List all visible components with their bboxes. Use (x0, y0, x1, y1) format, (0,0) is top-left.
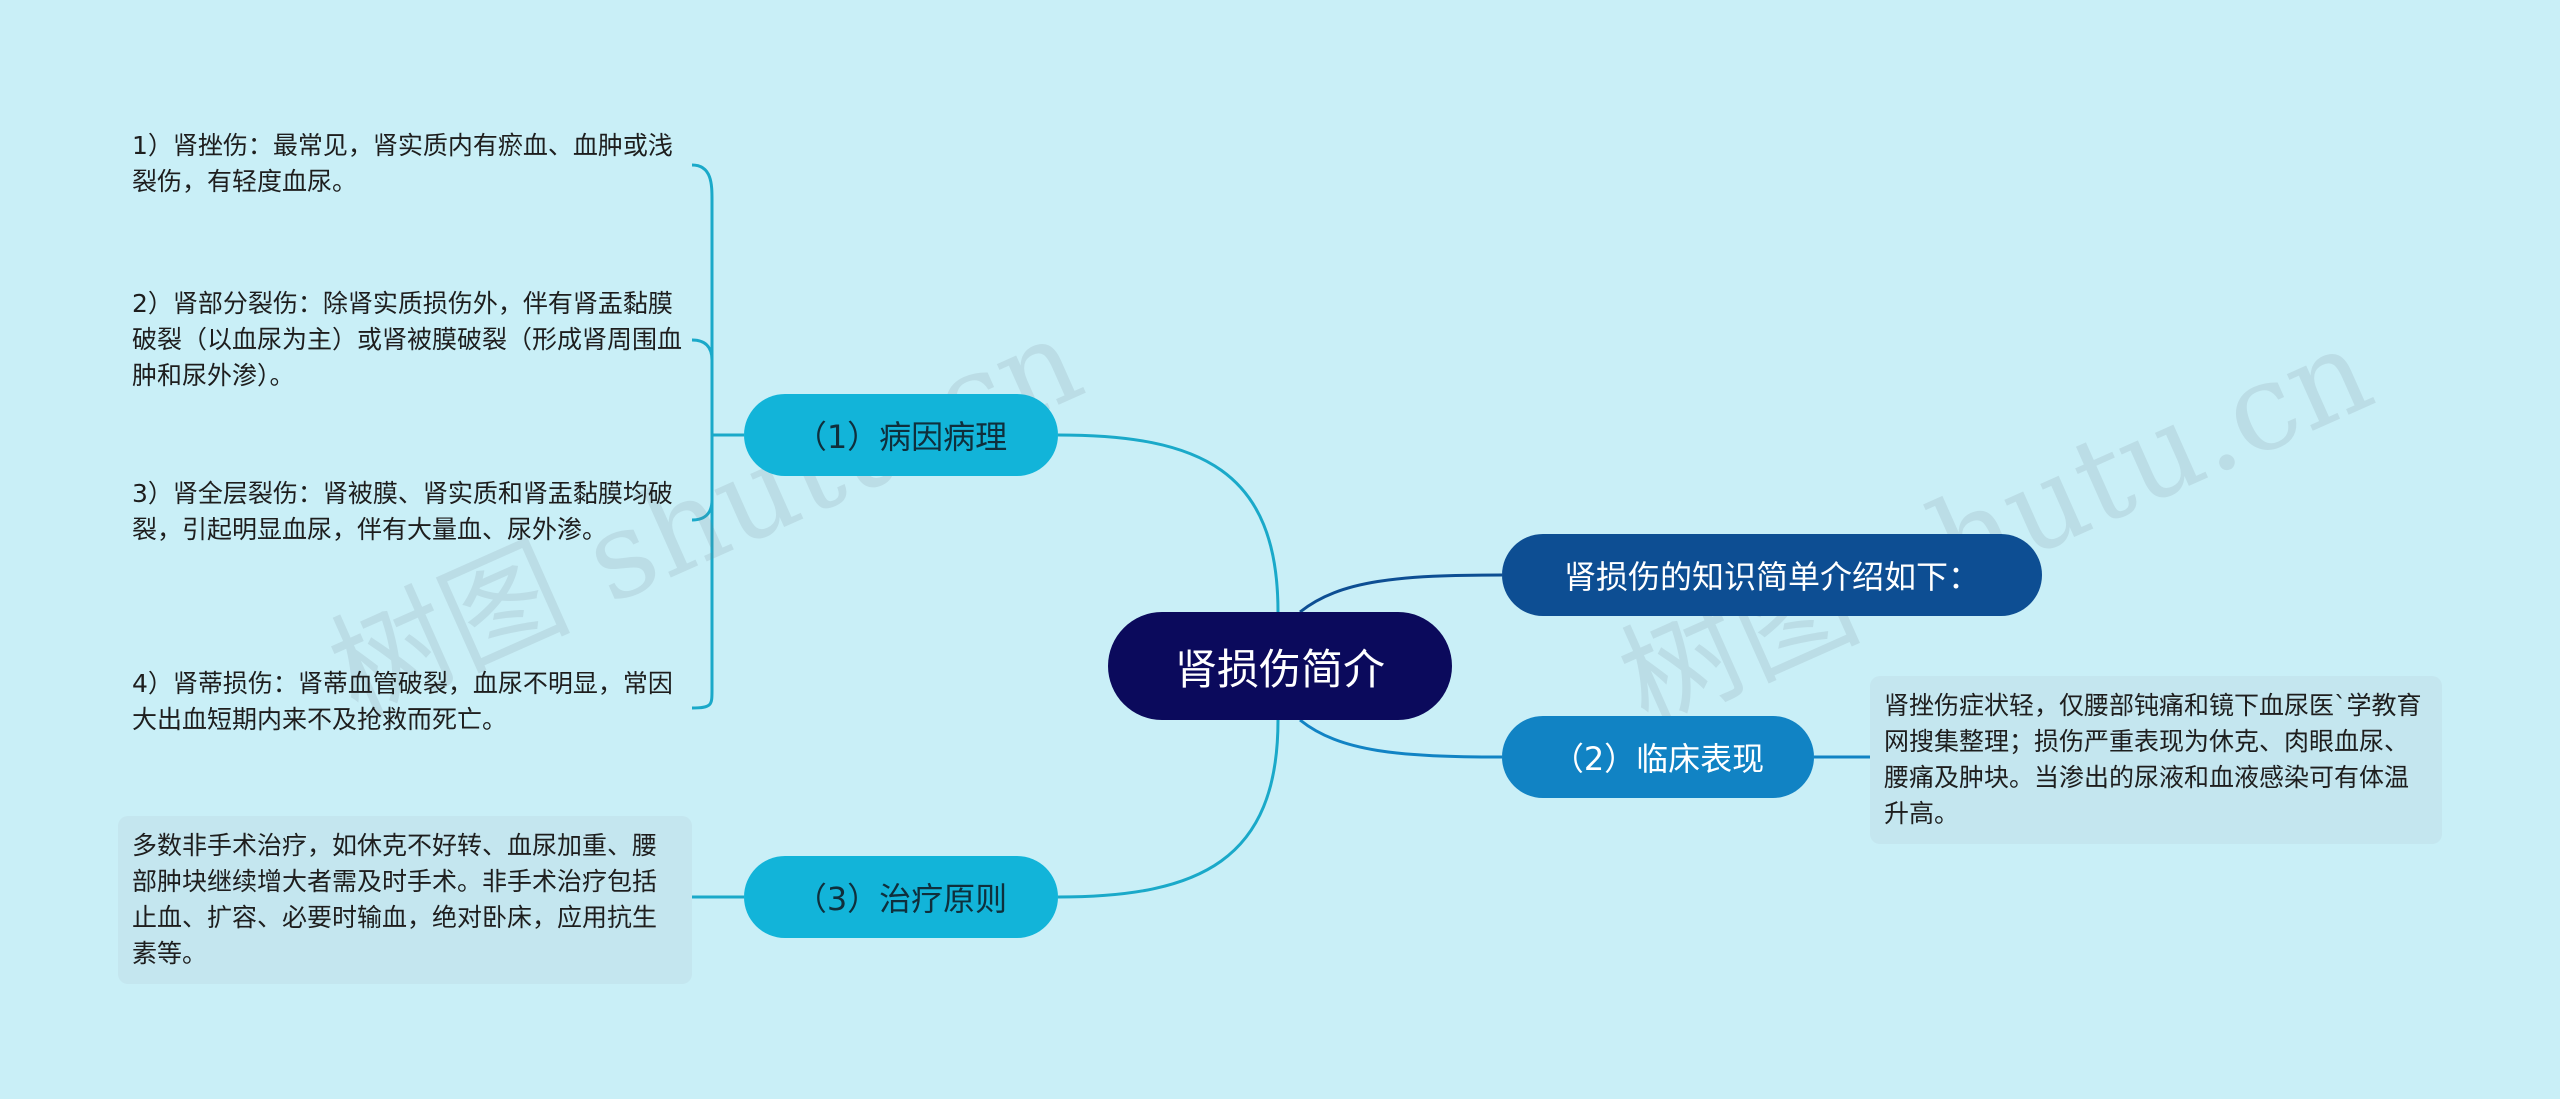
cause-bracket (691, 163, 714, 710)
leaf-full-thickness-laceration[interactable]: 3）肾全层裂伤：肾被膜、肾实质和肾盂黏膜均破裂，引起明显血尿，伴有大量血、尿外渗… (132, 479, 673, 544)
link-center-clinical (1299, 718, 1503, 759)
leaf-clinical-detail[interactable]: 肾挫伤症状轻，仅腰部钝痛和镜下血尿医`学教育网搜集整理；损伤严重表现为休克、肉眼… (1870, 676, 2442, 844)
leaf-pedicle-injury[interactable]: 4）肾蒂损伤：肾蒂血管破裂，血尿不明显，常因大出血短期内来不及抢救而死亡。 (132, 669, 673, 734)
cause-bracket-tick-2 (691, 338, 714, 361)
cause-bracket-tick-3 (691, 499, 714, 522)
branch-intro-label: 肾损伤的知识简单介绍如下： (1563, 558, 1980, 596)
link-center-intro (1299, 573, 1503, 614)
center-label: 肾损伤简介 (1174, 644, 1385, 694)
branch-treatment-principle[interactable]: （3）治疗原则 (744, 856, 1058, 938)
link-center-cause (1057, 433, 1280, 613)
branch-clinical-label: （2）临床表现 (1551, 740, 1765, 778)
leaf-partial-laceration[interactable]: 2）肾部分裂伤：除肾实质损伤外，伴有肾盂黏膜破裂（以血尿为主）或肾被膜破裂（形成… (132, 289, 683, 390)
branch-clinical-manifestation[interactable]: （2）临床表现 (1502, 716, 1814, 798)
branch-treatment-label: （3）治疗原则 (794, 880, 1008, 918)
branch-cause-label: （1）病因病理 (794, 418, 1008, 456)
branch-cause-pathology[interactable]: （1）病因病理 (744, 394, 1058, 476)
leaf-renal-contusion[interactable]: 1）肾挫伤：最常见，肾实质内有瘀血、血肿或浅裂伤，有轻度血尿。 (132, 131, 673, 196)
leaf-treatment-detail[interactable]: 多数非手术治疗，如休克不好转、血尿加重、腰部肿块继续增大者需及时手术。非手术治疗… (118, 816, 692, 984)
link-center-treatment (1057, 719, 1280, 899)
branch-intro[interactable]: 肾损伤的知识简单介绍如下： (1502, 534, 2042, 616)
center-node[interactable]: 肾损伤简介 (1108, 612, 1452, 720)
